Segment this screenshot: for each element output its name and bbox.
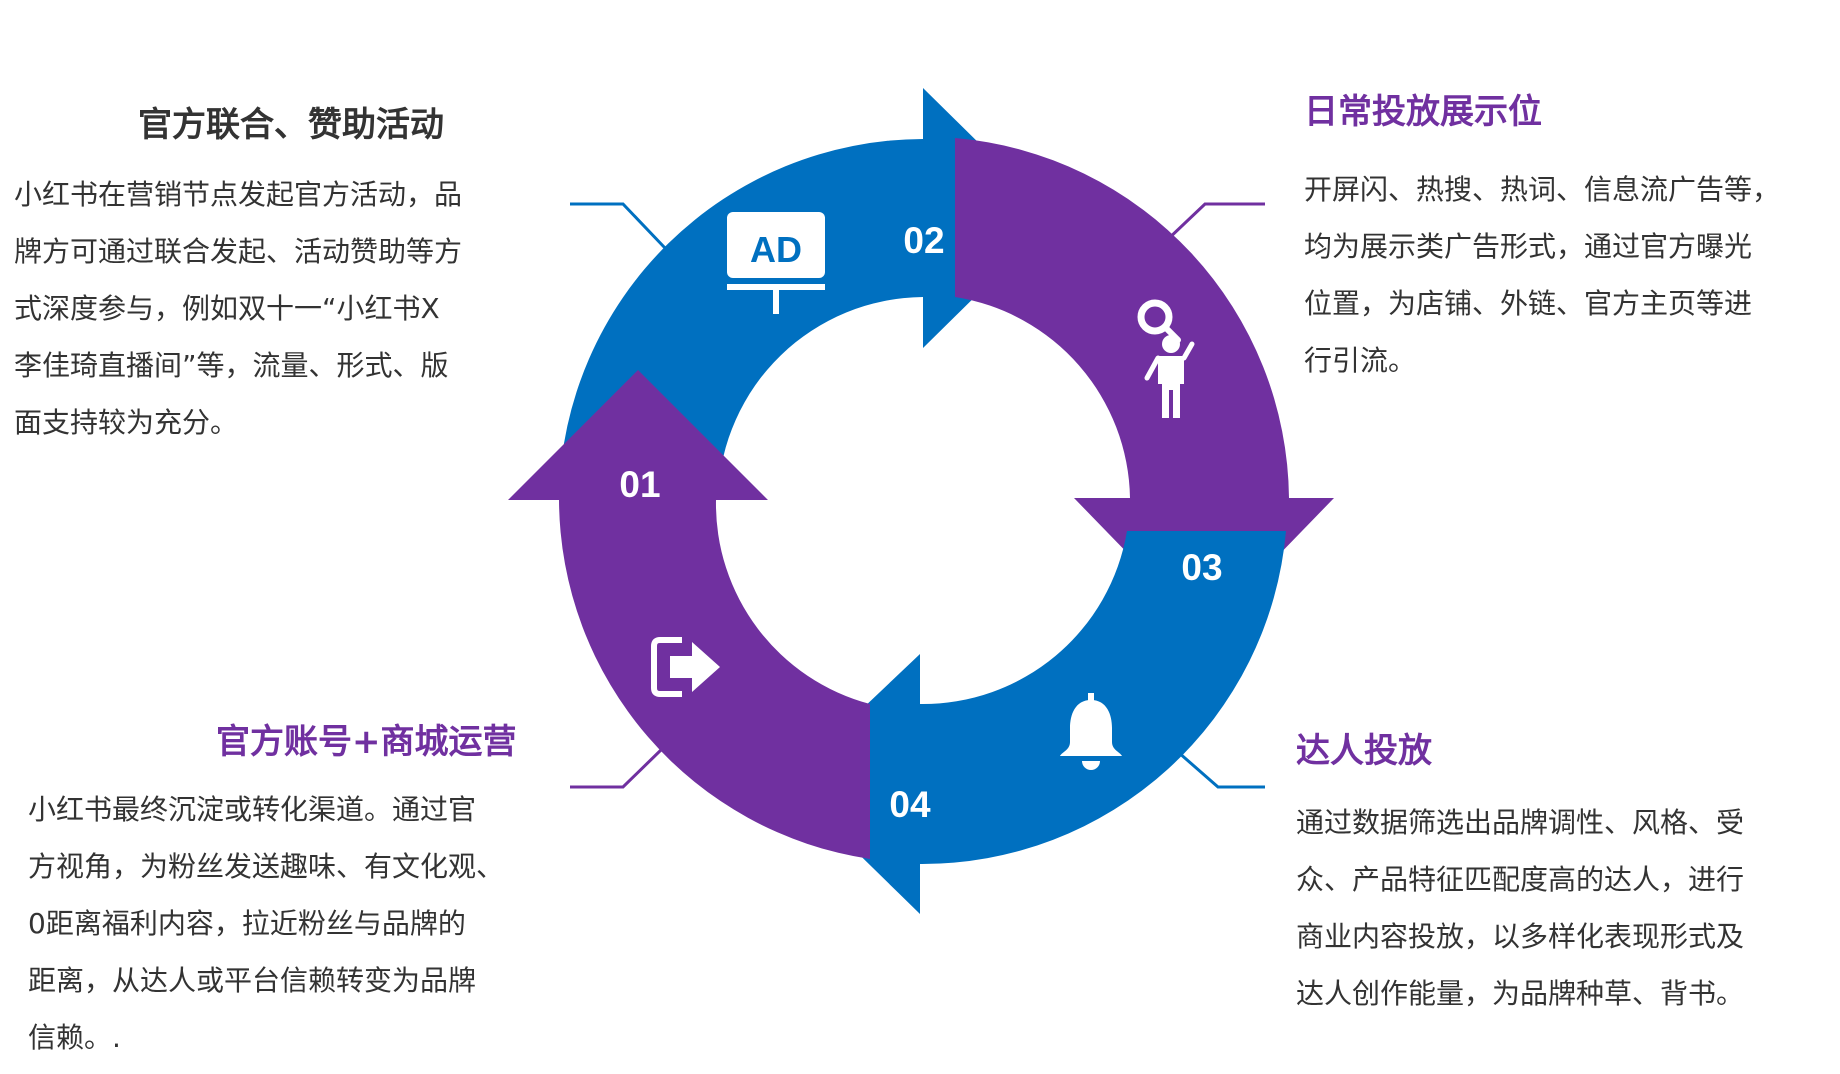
step-number-03: 03 (1181, 547, 1222, 588)
connector-line-bottom-right (1177, 750, 1265, 789)
connector-line-bottom-left (570, 746, 665, 789)
arrow-segment-04 (785, 531, 1286, 914)
panel-title: 日常投放展示位 (1304, 92, 1542, 132)
panel-line: 众、产品特征匹配度高的达人，进行 (1296, 862, 1745, 896)
panel-top-left: 官方联合、赞助活动 小红书在营销节点发起官方活动，品 牌方可通过联合发起、活动赞… (14, 105, 554, 451)
panel-line: 距离，从达人或平台信赖转变为品牌 (28, 963, 477, 997)
panel-line: 开屏闪、热搜、热词、信息流广告等， (1304, 172, 1781, 206)
panel-title: 达人投放 (1296, 731, 1432, 771)
ad-badge-text: AD (750, 229, 802, 270)
panel-body: 开屏闪、热搜、热词、信息流广告等， 均为展示类广告形式，通过官方曝光 位置，为店… (1304, 161, 1834, 389)
panel-line: 面支持较为充分。 (14, 405, 239, 439)
ad-billboard-icon: AD (727, 212, 825, 314)
panel-title: 官方账号+商城运营 (216, 722, 517, 762)
panel-body: 小红书最终沉淀或转化渠道。通过官 方视角，为粉丝发送趣味、有文化观、 0距离福利… (28, 781, 568, 1066)
panel-line: 行引流。 (1304, 343, 1417, 377)
panel-line: 李佳琦直播间”等，流量、形式、版 (14, 348, 449, 382)
connector-line-top-left (570, 202, 667, 250)
panel-body: 小红书在营销节点发起官方活动，品 牌方可通过联合发起、活动赞助等方 式深度参与，… (14, 166, 554, 451)
panel-line: 达人创作能量，为品牌种草、背书。 (1296, 976, 1745, 1010)
step-number-04: 04 (889, 784, 931, 825)
panel-bottom-left: 官方账号+商城运营 小红书最终沉淀或转化渠道。通过官 方视角，为粉丝发送趣味、有… (28, 722, 568, 1066)
arrow-segment-02 (559, 88, 1055, 496)
arrow-segment-03 (955, 138, 1334, 632)
panel-body: 通过数据筛选出品牌调性、风格、受 众、产品特征匹配度高的达人，进行 商业内容投放… (1296, 794, 1826, 1022)
panel-line: 0距离福利内容，拉近粉丝与品牌的 (28, 906, 466, 940)
panel-line: 通过数据筛选出品牌调性、风格、受 (1296, 805, 1745, 839)
panel-line: 小红书在营销节点发起官方活动，品 (14, 177, 463, 211)
panel-bottom-right: 达人投放 通过数据筛选出品牌调性、风格、受 众、产品特征匹配度高的达人，进行 商… (1296, 731, 1826, 1022)
bell-icon (1060, 693, 1122, 770)
step-number-01: 01 (619, 464, 660, 505)
step-number-02: 02 (903, 220, 944, 261)
panel-line: 牌方可通过联合发起、活动赞助等方 (14, 234, 463, 268)
panel-line: 式深度参与，例如双十一“小红书X (14, 291, 440, 325)
magnifier-person-icon (1137, 299, 1195, 418)
connector-line-top-right (1163, 202, 1265, 244)
panel-line: 小红书最终沉淀或转化渠道。通过官 (28, 792, 477, 826)
panel-line: 方视角，为粉丝发送趣味、有文化观、 (28, 849, 505, 883)
exit-arrow-icon (651, 637, 720, 697)
panel-line: 位置，为店铺、外链、官方主页等进 (1304, 286, 1753, 320)
panel-title: 官方联合、赞助活动 (138, 105, 444, 145)
panel-line: 商业内容投放，以多样化表现形式及 (1296, 919, 1745, 953)
panel-line: 信赖。. (28, 1020, 121, 1054)
arrow-segment-01 (508, 370, 870, 859)
panel-top-right: 日常投放展示位 开屏闪、热搜、热词、信息流广告等， 均为展示类广告形式，通过官方… (1304, 92, 1834, 389)
panel-line: 均为展示类广告形式，通过官方曝光 (1304, 229, 1753, 263)
